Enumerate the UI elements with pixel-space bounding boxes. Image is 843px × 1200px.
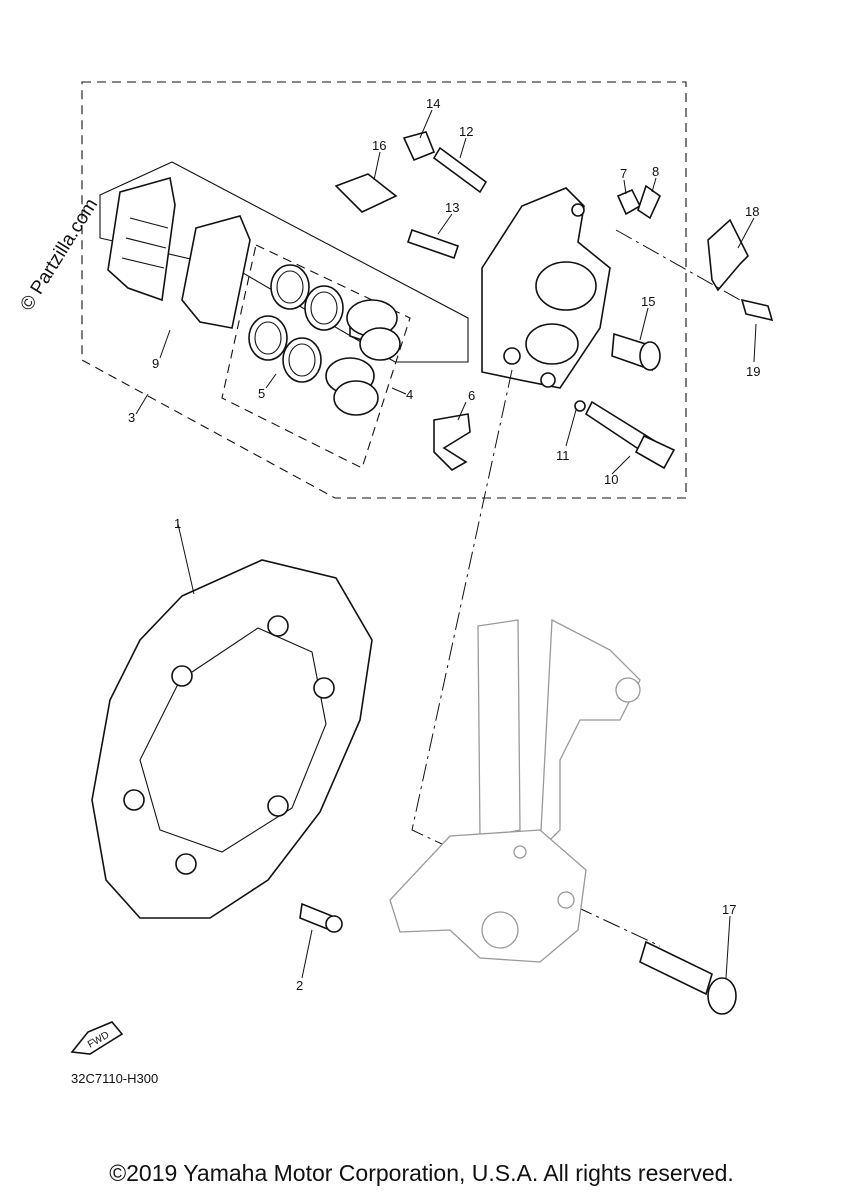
callout-18: 18 bbox=[745, 204, 759, 219]
forward-arrow-icon: FWD bbox=[70, 1021, 124, 1055]
front-fork-ghost bbox=[389, 618, 641, 963]
washer[interactable] bbox=[574, 400, 586, 412]
seal-kit-boundary bbox=[221, 244, 411, 469]
copyright-notice: ©2019 Yamaha Motor Corporation, U.S.A. A… bbox=[109, 1160, 734, 1186]
axle-bolt[interactable] bbox=[639, 940, 737, 1015]
alignment-line-caliper bbox=[615, 229, 741, 301]
partzilla-watermark: © Partzilla.com bbox=[16, 195, 102, 315]
callout-7: 7 bbox=[620, 166, 627, 181]
callout-16: 16 bbox=[372, 138, 386, 153]
callout-17: 17 bbox=[722, 902, 736, 917]
diagram-code: 32C7110-H300 bbox=[71, 1071, 159, 1086]
caliper-mount-bolt[interactable] bbox=[584, 400, 676, 470]
callout-12: 12 bbox=[459, 124, 473, 139]
callout-6: 6 bbox=[468, 388, 475, 403]
callout-5: 5 bbox=[258, 386, 265, 401]
caliper-assembly-boundary bbox=[81, 81, 687, 499]
brake-pad-left[interactable] bbox=[107, 176, 176, 302]
callout-8: 8 bbox=[652, 164, 659, 179]
callout-1: 1 bbox=[174, 516, 181, 531]
bleed-screw[interactable] bbox=[637, 184, 662, 220]
callout-19: 19 bbox=[746, 364, 760, 379]
disc-bolt[interactable] bbox=[299, 902, 343, 933]
pad-retaining-clip[interactable] bbox=[433, 413, 471, 471]
hose-bracket[interactable] bbox=[707, 218, 749, 292]
pad-spring[interactable] bbox=[334, 173, 398, 213]
callout-3: 3 bbox=[128, 410, 135, 425]
callout-13: 13 bbox=[445, 200, 459, 215]
callout-9: 9 bbox=[152, 356, 159, 371]
brake-disc[interactable] bbox=[91, 559, 373, 919]
piston-upper[interactable] bbox=[346, 299, 401, 361]
callout-10: 10 bbox=[604, 472, 618, 487]
callout-14: 14 bbox=[426, 96, 440, 111]
piston-lower[interactable] bbox=[325, 357, 379, 416]
caliper-plug[interactable] bbox=[611, 332, 661, 372]
callout-15: 15 bbox=[641, 294, 655, 309]
bracket-bolt[interactable] bbox=[740, 298, 774, 322]
brake-pad-right[interactable] bbox=[181, 215, 251, 329]
bleed-cap[interactable] bbox=[616, 188, 642, 216]
slide-pin-lower[interactable] bbox=[406, 228, 460, 260]
callout-11: 11 bbox=[556, 448, 570, 463]
caliper-body[interactable] bbox=[481, 187, 611, 389]
slide-pin-upper[interactable] bbox=[432, 146, 488, 194]
pad-pin-plug[interactable] bbox=[402, 131, 436, 162]
callout-2: 2 bbox=[296, 978, 303, 993]
callout-4: 4 bbox=[406, 387, 413, 402]
